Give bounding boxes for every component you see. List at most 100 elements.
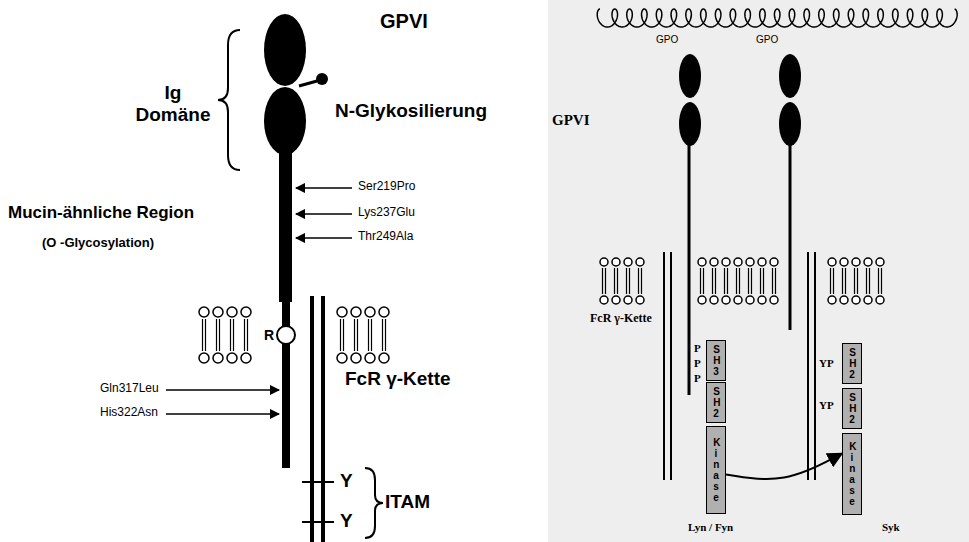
mutation-label: Thr249Ala <box>358 230 413 244</box>
lipid-head <box>600 258 608 266</box>
domain-text: SH2 <box>849 347 855 380</box>
ig-domain <box>264 87 306 155</box>
lipid-head <box>746 258 754 266</box>
lipid-head <box>770 296 778 304</box>
lipid-head <box>227 353 237 363</box>
lipid-tail <box>605 268 606 294</box>
lipid-head <box>379 353 389 363</box>
lipid-head <box>337 307 347 317</box>
lipid-head <box>770 258 778 266</box>
pointer-arrow <box>166 389 279 391</box>
domain-text: SH3 <box>713 344 719 377</box>
lipid-head <box>199 353 209 363</box>
domain-text: SH2 <box>849 392 855 425</box>
gpvi-stalk <box>688 145 691 395</box>
glycan-stick <box>299 81 317 86</box>
lipid-head <box>758 296 766 304</box>
lipid-head <box>852 258 860 266</box>
proline-label: P <box>694 372 701 385</box>
lipid-tail <box>202 319 203 351</box>
lipid-tail <box>712 268 713 294</box>
pointer-arrow <box>166 413 279 415</box>
brace <box>365 468 383 538</box>
annotation: N-Glykosilierung <box>335 100 487 122</box>
lipid-tail <box>869 268 870 294</box>
kinase-name: Lyn / Fyn <box>688 521 733 534</box>
lipid-tail <box>343 319 344 351</box>
lipid-tail <box>385 319 386 351</box>
ig-domain <box>679 54 701 98</box>
mutation-label: His322Asn <box>100 406 158 420</box>
collagen-helix <box>597 9 957 27</box>
lipid-tail <box>748 268 749 294</box>
lipid-tail <box>715 268 716 294</box>
lipid-tail <box>775 268 776 294</box>
lipid-tail <box>247 319 248 351</box>
lipid-head <box>698 296 706 304</box>
pointer-arrow <box>296 213 352 215</box>
pointer-arrow <box>296 237 352 239</box>
tyrosine-tick <box>302 481 334 483</box>
lipid-head <box>351 307 361 317</box>
lipid-head <box>722 296 730 304</box>
glycan-dot <box>316 73 328 85</box>
lipid-tail <box>244 319 245 351</box>
lipid-tail <box>382 319 383 351</box>
lipid-head <box>227 307 237 317</box>
lipid-head <box>612 258 620 266</box>
lipid-head <box>199 307 209 317</box>
tyrosine-label: Y <box>340 470 353 492</box>
sh2-domain: SH2 <box>706 382 726 423</box>
title-label: GPVI <box>380 10 428 33</box>
lipid-tail <box>854 268 855 294</box>
kinase-domain: Kinase <box>842 433 862 515</box>
lipid-head <box>864 296 872 304</box>
phosphotyrosine-label: YP <box>819 399 834 412</box>
mucin-stalk <box>279 150 292 302</box>
lipid-head <box>636 258 644 266</box>
fcr-chain <box>807 252 809 480</box>
motif-label: GPO <box>656 34 678 46</box>
lipid-tail <box>205 319 206 351</box>
lipid-tail <box>340 319 341 351</box>
lipid-tail <box>629 268 630 294</box>
lipid-tail <box>724 268 725 294</box>
lipid-head <box>864 258 872 266</box>
lipid-tail <box>357 319 358 351</box>
lipid-head <box>213 307 223 317</box>
chain-label: FcR γ-Kette <box>345 368 451 390</box>
lipid-tail <box>878 268 879 294</box>
lipid-tail <box>368 319 369 351</box>
lipid-head <box>722 258 730 266</box>
lipid-tail <box>881 268 882 294</box>
fcr-chain <box>814 252 816 480</box>
lipid-tail <box>833 268 834 294</box>
sh2-domain: SH2 <box>842 388 862 429</box>
lipid-head <box>710 258 718 266</box>
lipid-tail <box>830 268 831 294</box>
domain-text: Kinase <box>713 437 719 503</box>
lipid-head <box>241 353 251 363</box>
lipid-tail <box>219 319 220 351</box>
generated-shapes <box>199 9 957 363</box>
lipid-head <box>852 296 860 304</box>
tyrosine-tick <box>302 521 334 523</box>
kinase-name: Syk <box>882 521 900 534</box>
lipid-head <box>710 296 718 304</box>
proline-label: P <box>694 342 701 355</box>
lipid-tail <box>230 319 231 351</box>
lipid-head <box>734 296 742 304</box>
lipid-tail <box>700 268 701 294</box>
lipid-tail <box>751 268 752 294</box>
fcr-chain <box>321 296 325 542</box>
mutation-label: Gln317Leu <box>100 382 159 396</box>
lipid-tail <box>371 319 372 351</box>
residue-letter: R <box>264 327 274 343</box>
fcr-chain <box>663 252 665 480</box>
phosphotyrosine-label: YP <box>819 357 834 370</box>
title-label: GPVI <box>552 112 590 129</box>
motif-label: GPO <box>756 34 778 46</box>
gpvi-stalk <box>789 145 792 330</box>
lipid-tail <box>602 268 603 294</box>
